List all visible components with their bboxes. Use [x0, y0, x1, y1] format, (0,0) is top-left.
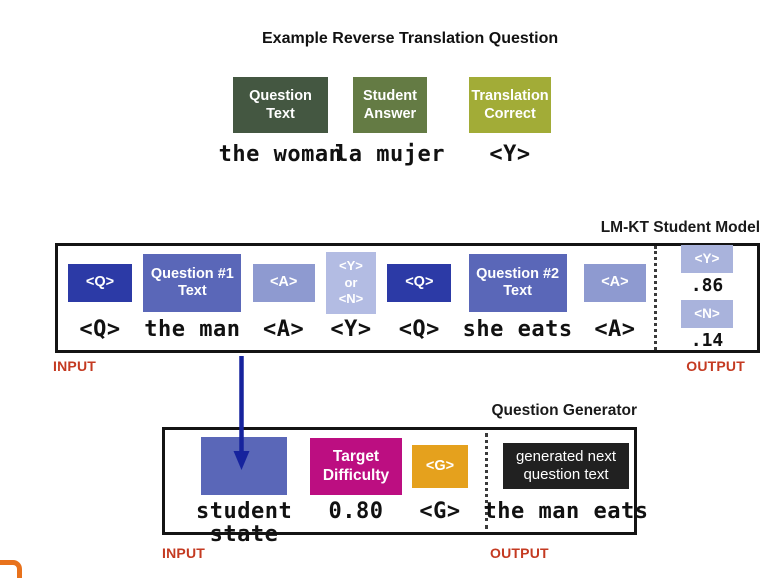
example-row: Question Text the woman Student Answer l… — [219, 77, 551, 167]
example-item-translation-correct: Translation Correct <Y> — [469, 77, 551, 167]
q-token-text: <Q> — [398, 317, 440, 342]
example-item-student-answer: Student Answer la mujer — [335, 77, 444, 167]
output-n: <N> .14 — [681, 300, 733, 351]
generator-dotted-separator — [485, 433, 488, 529]
a-token-box: <A> — [583, 264, 646, 302]
y-probability: .86 — [690, 275, 724, 296]
generated-question-text: the man eats — [483, 499, 649, 524]
question-text-value: the woman — [218, 142, 343, 167]
question-text-box: Question Text — [233, 77, 328, 133]
token-a2: <A> <A> — [583, 250, 646, 350]
generated-question-box: generated next question text — [503, 443, 629, 489]
g-token-text: <G> — [419, 499, 461, 524]
y-or-n-token-box: <Y> or <N> — [325, 252, 376, 314]
a-token-text: <A> — [594, 317, 636, 342]
generated-output-item: generated next question text the man eat… — [484, 435, 648, 523]
token-a1: <A> <A> — [252, 250, 315, 350]
token-q2: <Q> <Q> — [387, 250, 452, 350]
question2-text-value: she eats — [462, 317, 573, 342]
student-model-box: <Q> <Q> Question #1 Text the man <A> <A>… — [55, 243, 760, 353]
student-state-item: student state — [196, 435, 292, 546]
y-output-token-box: <Y> — [681, 245, 733, 273]
q-token-box: <Q> — [68, 264, 132, 302]
q-token-text: <Q> — [79, 317, 121, 342]
target-difficulty-item: Target Difficulty 0.80 — [310, 435, 402, 523]
student-answer-value: la mujer — [335, 142, 445, 167]
token-q1: <Q> <Q> — [68, 250, 132, 350]
y-or-n-token-text: <Y> — [330, 317, 372, 342]
generator-output-label: OUTPUT — [490, 545, 549, 561]
student-model-input-label: INPUT — [53, 358, 96, 374]
a-token-text: <A> — [263, 317, 305, 342]
output-y: <Y> .86 — [681, 245, 733, 296]
example-item-question-text: Question Text the woman — [219, 77, 342, 167]
a-token-box: <A> — [252, 264, 315, 302]
q-token-box: <Q> — [387, 264, 452, 302]
student-state-box — [201, 437, 287, 495]
n-output-token-box: <N> — [681, 300, 733, 328]
student-model-input-area: <Q> <Q> Question #1 Text the man <A> <A>… — [58, 246, 654, 350]
n-probability: .14 — [690, 330, 724, 351]
question2-text-box: Question #2 Text — [468, 254, 567, 312]
target-difficulty-box: Target Difficulty — [310, 437, 402, 495]
token-question2-text: Question #2 Text she eats — [463, 250, 573, 350]
token-question1-text: Question #1 Text the man — [143, 250, 242, 350]
student-model-output-label: OUTPUT — [686, 358, 745, 374]
g-token-box: <G> — [412, 444, 468, 488]
corner-orange-shape — [0, 560, 22, 578]
student-model-output-area: <Y> .86 <N> .14 — [654, 245, 757, 351]
example-section-title: Example Reverse Translation Question — [262, 30, 559, 47]
generator-input-label: INPUT — [162, 545, 205, 561]
target-difficulty-value: 0.80 — [328, 499, 384, 524]
question1-text-value: the man — [144, 317, 241, 342]
translation-correct-box: Translation Correct — [469, 77, 551, 133]
student-answer-box: Student Answer — [353, 77, 427, 133]
student-state-text: student state — [196, 499, 293, 548]
translation-correct-value: <Y> — [489, 142, 531, 167]
g-token-item: <G> <G> — [412, 435, 468, 523]
question1-text-box: Question #1 Text — [143, 254, 242, 312]
token-y-or-n: <Y> or <N> <Y> — [325, 250, 376, 350]
student-model-title: LM-KT Student Model — [600, 219, 760, 236]
question-generator-box: student state Target Difficulty 0.80 <G>… — [162, 427, 648, 546]
question-generator-title: Question Generator — [491, 402, 637, 419]
